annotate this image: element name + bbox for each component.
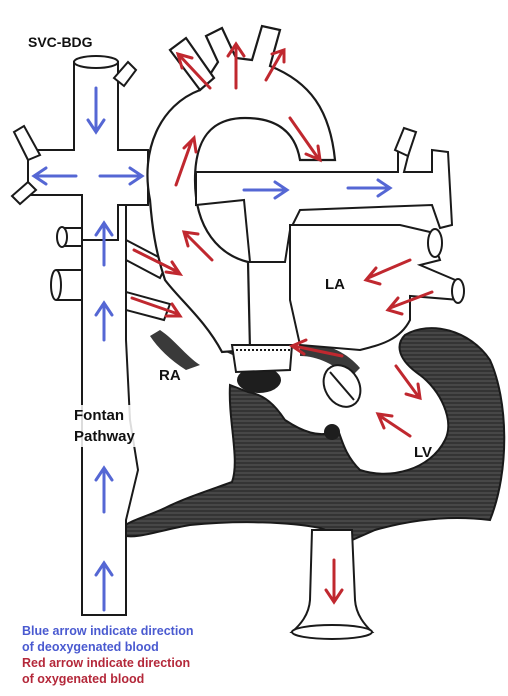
- fontan-pathway-label: Fontan Pathway: [72, 405, 137, 447]
- legend: Blue arrow indicate direction of deoxyge…: [22, 623, 194, 687]
- myocardium: [122, 328, 505, 540]
- left-atrium-label: LA: [325, 276, 345, 293]
- legend-blue-line1: Blue arrow indicate direction: [22, 623, 194, 639]
- fontan-label-line1: Fontan: [74, 405, 135, 426]
- fontan-label-line2: Pathway: [74, 426, 135, 447]
- mitral-valve: [316, 358, 367, 413]
- svc-bdg-label: SVC-BDG: [28, 34, 93, 50]
- left-ventricle-label: LV: [414, 444, 432, 461]
- descending-aorta: [292, 530, 372, 639]
- aortic-root: [232, 345, 292, 372]
- right-atrium-label: RA: [159, 367, 181, 384]
- legend-red-line2: of oxygenated blood: [22, 671, 194, 687]
- svc-bdg-junction: [12, 56, 148, 240]
- legend-red-line1: Red arrow indicate direction: [22, 655, 194, 671]
- legend-blue-line2: of deoxygenated blood: [22, 639, 194, 655]
